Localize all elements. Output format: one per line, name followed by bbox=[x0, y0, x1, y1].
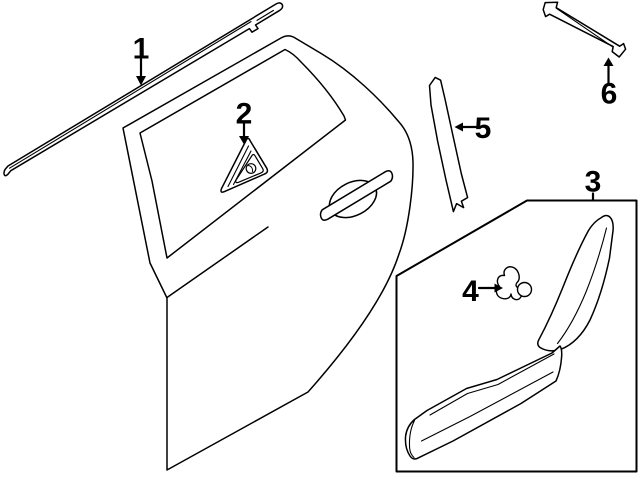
callout-6-arrow bbox=[603, 57, 614, 86]
molding-clip bbox=[495, 266, 533, 301]
door-window-opening bbox=[139, 48, 347, 259]
door-handle bbox=[319, 170, 394, 221]
callout-arrows bbox=[136, 57, 614, 293]
door-beltline bbox=[166, 226, 269, 299]
pillar-applique-rear bbox=[542, 1, 627, 58]
callout-labels: 1 2 3 4 5 6 bbox=[133, 33, 618, 309]
pillar-applique-front bbox=[428, 76, 469, 213]
molding-lower-strip bbox=[404, 345, 563, 460]
rear-door-outline bbox=[122, 35, 414, 471]
side-molding-assembly bbox=[404, 214, 614, 460]
callout-label-4: 4 bbox=[462, 275, 479, 308]
callout-label-6: 6 bbox=[601, 78, 618, 111]
callout-5-arrow bbox=[454, 122, 478, 132]
callout-label-5: 5 bbox=[475, 112, 492, 145]
callout-label-2: 2 bbox=[236, 98, 253, 131]
callout-label-1: 1 bbox=[133, 33, 150, 66]
belt-molding-strip bbox=[3, 2, 284, 177]
callout-4-arrow bbox=[477, 283, 503, 293]
callout-label-3: 3 bbox=[585, 166, 602, 199]
corner-garnish-triangle bbox=[220, 137, 269, 193]
callout-2-arrow bbox=[239, 121, 249, 145]
callout-1-arrow bbox=[136, 57, 146, 86]
molding-upper-blade bbox=[537, 214, 614, 352]
